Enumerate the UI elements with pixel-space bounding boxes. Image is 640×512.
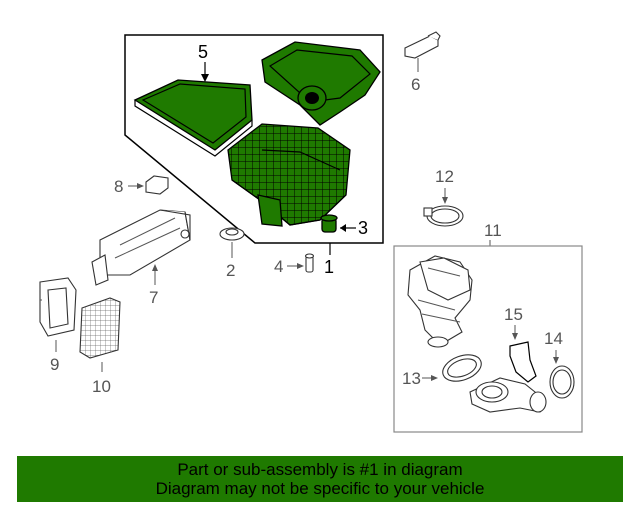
assembly-frame [124, 34, 384, 244]
part-4-pin[interactable] [304, 253, 315, 273]
callout-6[interactable]: 6 [411, 75, 420, 94]
part-12-clamp[interactable] [423, 205, 464, 227]
callout-1[interactable]: 1 [324, 257, 334, 277]
callout-14[interactable]: 14 [544, 329, 563, 348]
callout-4[interactable]: 4 [274, 257, 283, 276]
banner-line-2: Diagram may not be specific to your vehi… [155, 479, 485, 498]
part-9-adapter[interactable] [39, 277, 77, 337]
part-3-grommet[interactable] [320, 214, 338, 233]
part-11-frame [393, 245, 583, 433]
callout-5[interactable]: 5 [198, 42, 208, 62]
callout-8[interactable]: 8 [114, 177, 123, 196]
parts-diagram: 3 5 1 6 8 7 2 4 [39, 31, 583, 433]
callout-9[interactable]: 9 [50, 355, 59, 374]
part-10-screen[interactable] [79, 297, 121, 359]
callout-3[interactable]: 3 [358, 218, 368, 238]
part-15-spring-clip[interactable] [509, 341, 537, 383]
part-lower-housing[interactable] [227, 123, 351, 227]
part-5-air-filter[interactable] [133, 79, 253, 157]
banner-line-1: Part or sub-assembly is #1 in diagram [177, 460, 463, 479]
callout-2[interactable]: 2 [226, 261, 235, 280]
part-8-pad[interactable] [145, 175, 169, 195]
callout-13[interactable]: 13 [402, 369, 421, 388]
part-upper-housing-cover[interactable] [261, 41, 381, 126]
part-14-seal-ring[interactable] [549, 365, 575, 399]
callout-15[interactable]: 15 [504, 305, 523, 324]
part-11-intake-hose[interactable] [407, 255, 547, 413]
part-7-intake-duct[interactable] [91, 209, 191, 286]
callout-10[interactable]: 10 [92, 377, 111, 396]
info-banner: Part or sub-assembly is #1 in diagram Di… [17, 456, 623, 502]
part-6-clip[interactable] [404, 31, 441, 59]
part-13-clamp[interactable] [439, 350, 485, 386]
part-2-grommet[interactable] [219, 227, 245, 241]
callout-12[interactable]: 12 [435, 167, 454, 186]
callout-7[interactable]: 7 [149, 288, 158, 307]
callout-11[interactable]: 11 [484, 221, 502, 240]
